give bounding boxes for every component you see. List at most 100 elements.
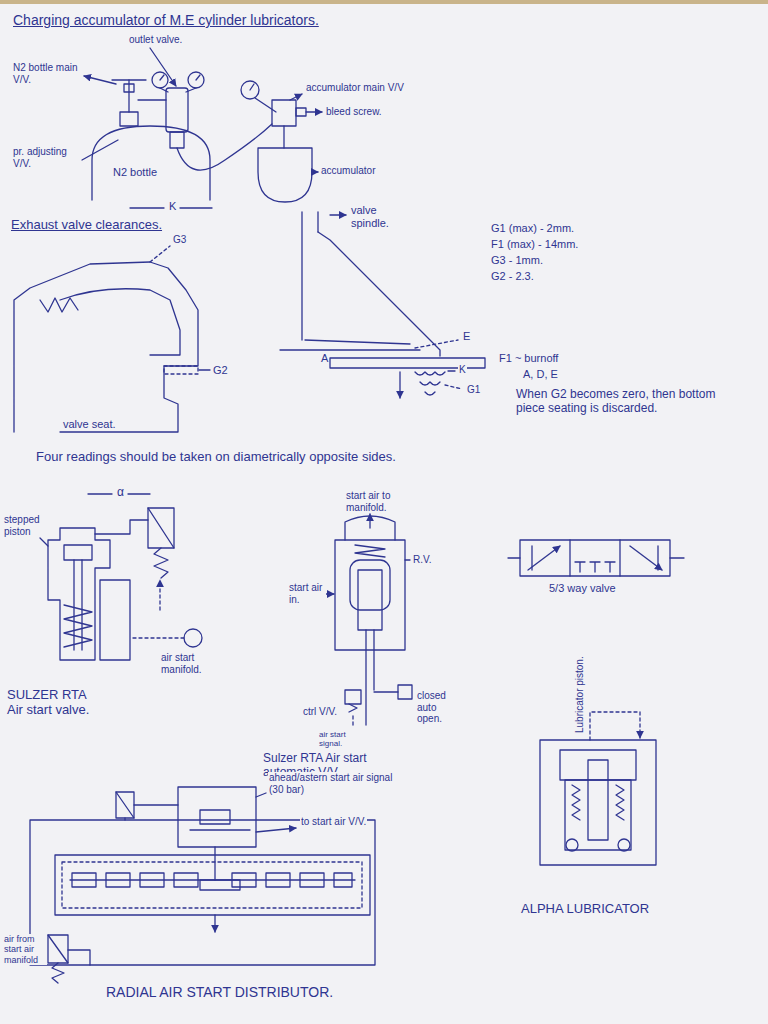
air-start-valve <box>88 493 112 494</box>
radial-air-start-distributor <box>256 828 296 832</box>
part-label: outlet valve. <box>128 34 183 46</box>
nitrogen-charging-kit <box>160 88 168 92</box>
radial-air-start-distributor <box>140 873 164 887</box>
exhaust-valve-section <box>199 369 210 370</box>
part-label: ahead/astern start air signal (30 bar) <box>268 772 400 795</box>
alpha-lubricator <box>540 740 656 865</box>
nitrogen-charging-kit <box>128 80 129 112</box>
nitrogen-charging-kit <box>272 100 296 126</box>
exhaust-valve-section <box>448 370 455 371</box>
air-start-automatic-valve <box>345 690 361 704</box>
air-start-valve <box>64 605 92 647</box>
five-three-way-valve <box>569 540 570 576</box>
radial-air-start-distributor <box>116 792 134 818</box>
radial-air-start-distributor <box>190 829 250 830</box>
nitrogen-charging-kit <box>241 81 259 99</box>
part-label: air start manifold. <box>160 652 224 675</box>
five-three-way-valve <box>520 540 670 576</box>
figure-caption: SULZER RTA Air start valve. <box>6 688 103 718</box>
air-start-valve <box>159 580 160 610</box>
part-label: pr. adjusting V/V. <box>12 146 80 169</box>
figure-caption: ALPHA LUBRICATOR <box>520 902 650 917</box>
part-label: stepped piston <box>3 514 45 537</box>
nitrogen-charging-kit <box>166 88 188 132</box>
part-label: G2 - 2.3. <box>490 270 535 283</box>
exhaust-valve-section <box>301 212 302 340</box>
exhaust-valve-section <box>60 289 180 355</box>
radial-air-start-distributor <box>266 873 290 887</box>
nitrogen-charging-kit <box>170 132 184 148</box>
part-label: valve spindle. <box>350 204 412 229</box>
air-start-valve <box>73 560 74 650</box>
air-start-automatic-valve <box>374 691 398 692</box>
nitrogen-charging-kit <box>196 75 200 80</box>
radial-air-start-distributor <box>214 915 215 932</box>
part-label: ctrl V/V. <box>302 706 344 718</box>
nitrogen-charging-kit <box>124 84 134 92</box>
radial-air-start-distributor <box>174 873 198 887</box>
part-label: F1 ~ burnoff <box>498 352 559 365</box>
five-three-way-valve <box>630 546 662 570</box>
radial-air-start-distributor <box>200 810 230 824</box>
nitrogen-charging-kit <box>138 99 166 100</box>
nitrogen-charging-kit <box>150 48 176 86</box>
nitrogen-charging-kit <box>112 79 146 80</box>
exhaust-valve-section <box>14 262 198 432</box>
part-label: closed auto open. <box>416 690 458 725</box>
radial-air-start-distributor <box>62 862 362 908</box>
air-start-valve <box>184 629 202 647</box>
part-label: F1 (max) - 14mm. <box>490 238 579 251</box>
alpha-lubricator <box>616 785 624 820</box>
air-start-automatic-valve <box>349 704 357 712</box>
radial-air-start-distributor <box>68 950 90 965</box>
air-start-automatic-valve <box>373 630 374 690</box>
nitrogen-charging-kit <box>180 207 212 208</box>
radial-air-start-distributor <box>256 793 266 797</box>
exhaust-valve-section <box>399 372 400 398</box>
part-label: K <box>168 200 177 213</box>
alpha-lubricator <box>572 785 580 820</box>
part-label: air start signal. <box>318 730 360 748</box>
part-label: start air in. <box>288 582 326 605</box>
radial-air-start-distributor <box>124 818 125 820</box>
exhaust-valve-section <box>14 212 485 432</box>
nitrogen-charging-kit <box>120 112 138 126</box>
air-start-valve <box>40 494 202 660</box>
page-title: Charging accumulator of M.E cylinder lub… <box>12 12 320 28</box>
nitrogen-charging-kit <box>290 94 302 100</box>
five-three-way-valve <box>508 557 520 558</box>
alpha-lubricator <box>560 750 636 780</box>
air-start-valve <box>64 545 92 560</box>
part-label: E <box>462 330 471 343</box>
nitrogen-charging-kit <box>130 207 164 208</box>
part-label: G3 <box>172 234 187 246</box>
radial-air-start-distributor <box>200 880 240 890</box>
part-label: bleed screw. <box>325 106 383 118</box>
exhaust-valve-section <box>164 366 198 374</box>
nitrogen-charging-kit <box>84 76 116 84</box>
radial-air-start-distributor <box>106 873 130 887</box>
air-start-automatic-valve <box>405 559 410 560</box>
five-three-way-valve <box>528 546 560 570</box>
part-label: When G2 becomes zero, then bottom piece … <box>515 388 747 416</box>
five-three-way-valve <box>575 562 615 572</box>
exhaust-valve-section <box>445 385 462 389</box>
radial-air-start-distributor <box>55 855 370 915</box>
alpha-lubricator <box>590 712 640 740</box>
nitrogen-charging-kit <box>296 108 306 116</box>
nitrogen-charging-kit <box>188 72 204 88</box>
air-start-valve <box>95 520 148 534</box>
air-start-valve <box>48 528 110 660</box>
radial-air-start-distributor <box>300 873 324 887</box>
exhaust-valve-section <box>280 349 420 350</box>
air-start-valve <box>148 508 174 548</box>
air-start-valve <box>130 637 184 638</box>
exhaust-valve-section <box>415 372 445 395</box>
air-start-valve <box>148 508 174 548</box>
five-three-way-valve <box>531 546 532 570</box>
air-start-valve <box>154 548 168 578</box>
part-label: accumulator <box>320 165 376 177</box>
exhaust-valve-section <box>150 246 170 262</box>
nitrogen-charging-kit <box>152 72 168 88</box>
